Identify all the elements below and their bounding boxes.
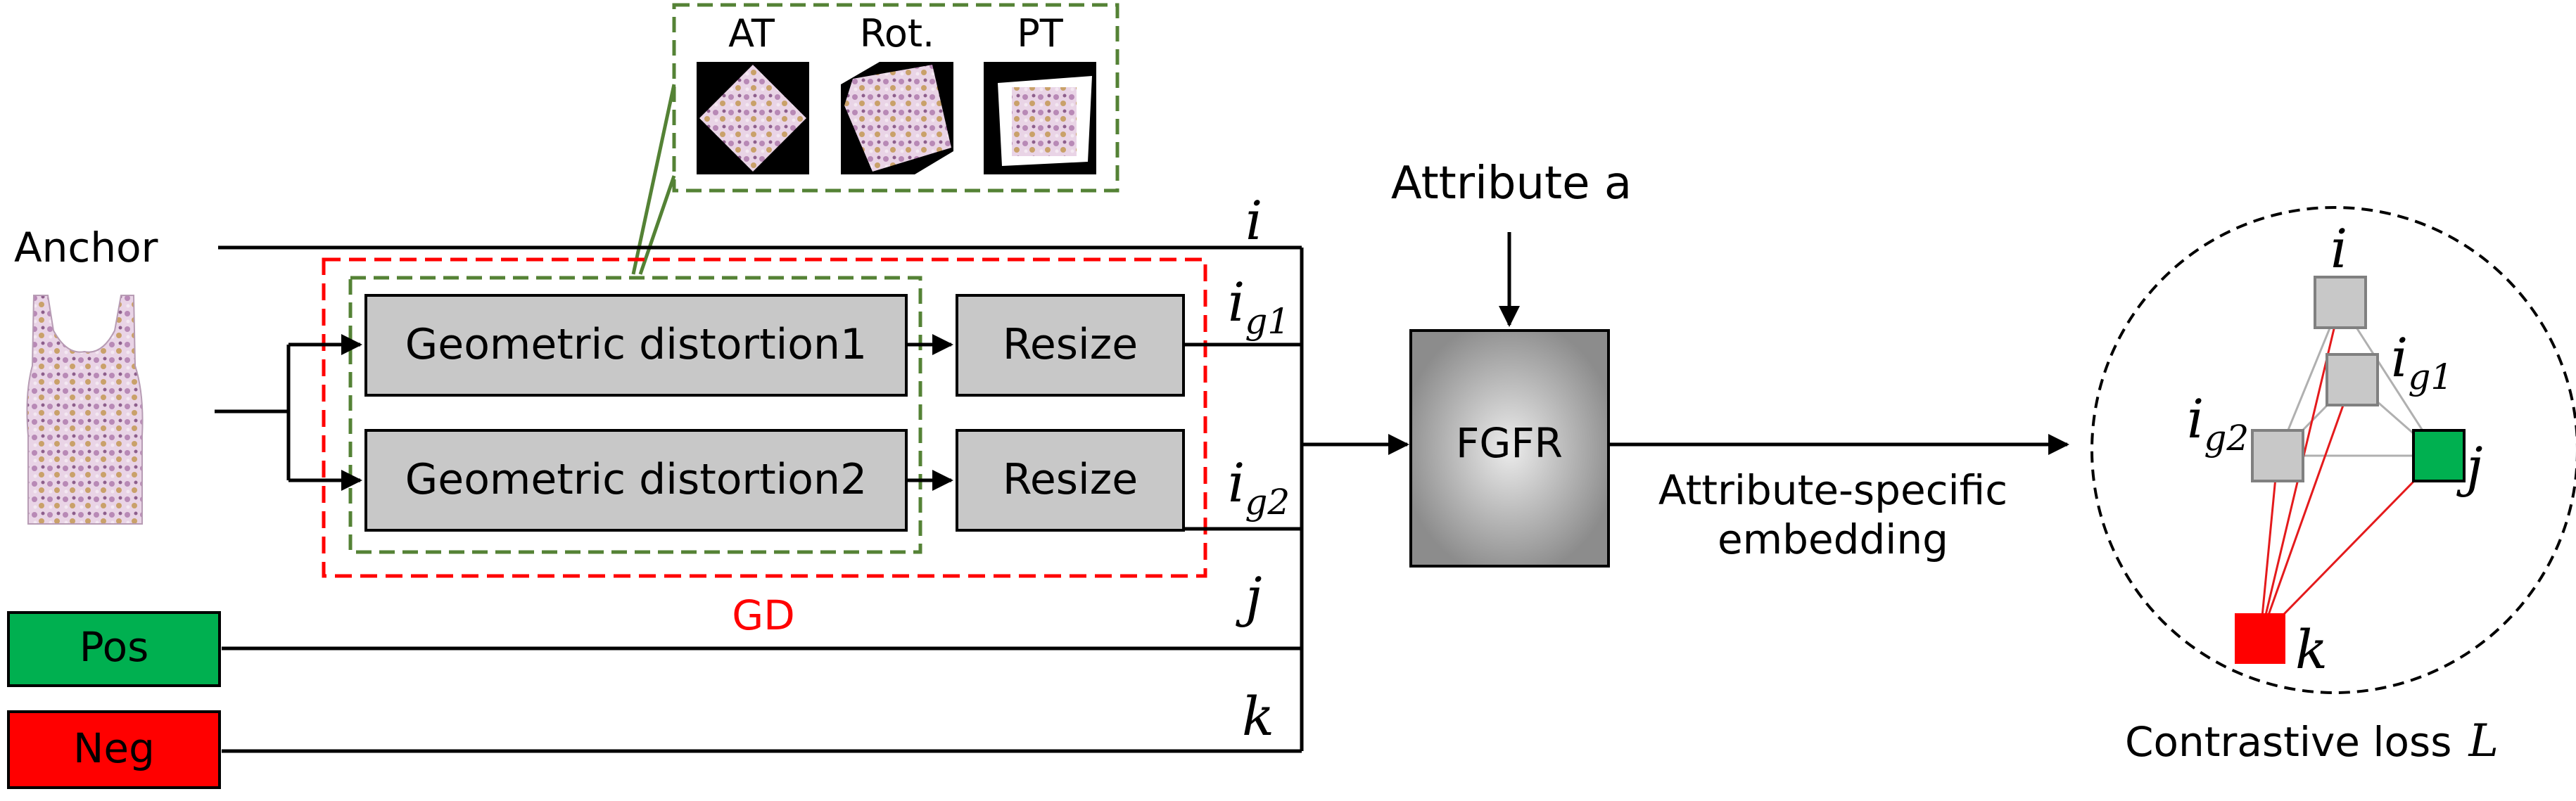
- symbol-ig2: ig2: [1228, 451, 1290, 523]
- node-k: [2235, 613, 2285, 664]
- node-ig2-label: ig2: [2187, 387, 2249, 459]
- anchor-split-connector: [215, 334, 362, 491]
- inset-image-pt: [984, 62, 1096, 174]
- node-k-label: k: [2295, 618, 2328, 681]
- inset-callout-line-2: [638, 175, 676, 275]
- symbol-ig1: ig1: [1228, 271, 1290, 342]
- inset-title-at: AT: [728, 11, 775, 56]
- node-ig2: [2251, 429, 2304, 482]
- inset-title-pt: PT: [1017, 11, 1064, 56]
- resize2-label: Resize: [1003, 455, 1138, 504]
- node-ig1: [2326, 353, 2379, 406]
- inset-title-rot: Rot.: [860, 11, 934, 56]
- node-ig1-label: ig1: [2391, 326, 2453, 397]
- embedding-label-line2: embedding: [1718, 515, 1948, 563]
- resize2-box: [956, 429, 1185, 532]
- loss-circle: [2090, 206, 2576, 694]
- gd2-label: Geometric distortion2: [405, 455, 867, 504]
- inset-callout-line-1: [631, 84, 676, 275]
- attribute-label: Attribute a: [1391, 158, 1632, 210]
- inset-image-rot: [841, 62, 953, 174]
- gd1-label: Geometric distortion1: [405, 320, 867, 369]
- symbol-j: j: [1236, 565, 1262, 628]
- gd2-box: [364, 429, 908, 532]
- gd-label: GD: [732, 591, 795, 639]
- fgfr-box: [1409, 329, 1610, 568]
- inset-image-at: [697, 62, 809, 174]
- pos-box: [7, 611, 221, 687]
- fgfr-label: FGFR: [1456, 419, 1563, 467]
- symbol-i: i: [1245, 189, 1262, 252]
- gd-region: [322, 257, 1207, 578]
- resize1-box: [956, 294, 1185, 397]
- node-i: [2314, 276, 2367, 329]
- node-i-label: i: [2330, 217, 2347, 280]
- pos-label: Pos: [80, 623, 149, 671]
- neg-box: [7, 710, 221, 789]
- gd1-box: [364, 294, 908, 397]
- anchor-label: Anchor: [14, 224, 158, 271]
- input-bus-lines: [218, 245, 1304, 753]
- node-j: [2412, 429, 2466, 482]
- symbol-k: k: [1242, 685, 1274, 748]
- anchor-garment-image: [26, 295, 144, 525]
- resize1-label: Resize: [1003, 320, 1138, 369]
- embedding-label-line1: Attribute-specific: [1658, 466, 2007, 514]
- neg-label: Neg: [73, 724, 155, 772]
- inset-frame: [672, 3, 1119, 193]
- gd-inner-region: [348, 276, 922, 554]
